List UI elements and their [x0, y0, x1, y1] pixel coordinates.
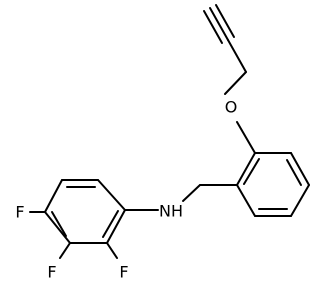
triple-bond-line: [215, 4, 235, 38]
double-bond-line: [243, 158, 260, 185]
bond: [44, 211, 71, 244]
bond: [236, 152, 256, 186]
bond: [236, 121, 256, 154]
bond: [290, 152, 310, 186]
bond: [236, 184, 256, 217]
chemical-structure: F F F NH O: [15, 4, 310, 282]
benzyl-ring: [236, 152, 310, 217]
bond: [106, 242, 118, 259]
double-bond-line: [51, 211, 67, 237]
bond: [59, 242, 71, 259]
bond: [44, 179, 63, 213]
amine-label: NH: [159, 202, 183, 221]
double-bond-line: [102, 210, 119, 238]
triple-bond-line: [209, 7, 229, 41]
fluorine-label: F: [47, 263, 56, 282]
triple-bond: [203, 4, 235, 44]
double-bond-line: [286, 159, 302, 186]
bond: [227, 39, 247, 73]
bond: [182, 184, 201, 202]
fluorine-label: F: [119, 263, 128, 282]
ether-oxygen-label: O: [225, 98, 238, 117]
bond: [224, 71, 247, 95]
fluorine-label: F: [15, 203, 24, 222]
bond: [290, 184, 310, 217]
bond: [97, 179, 126, 211]
triple-bond-line: [203, 10, 223, 44]
trifluorophenyl-ring: [44, 179, 126, 244]
bond: [106, 209, 126, 244]
